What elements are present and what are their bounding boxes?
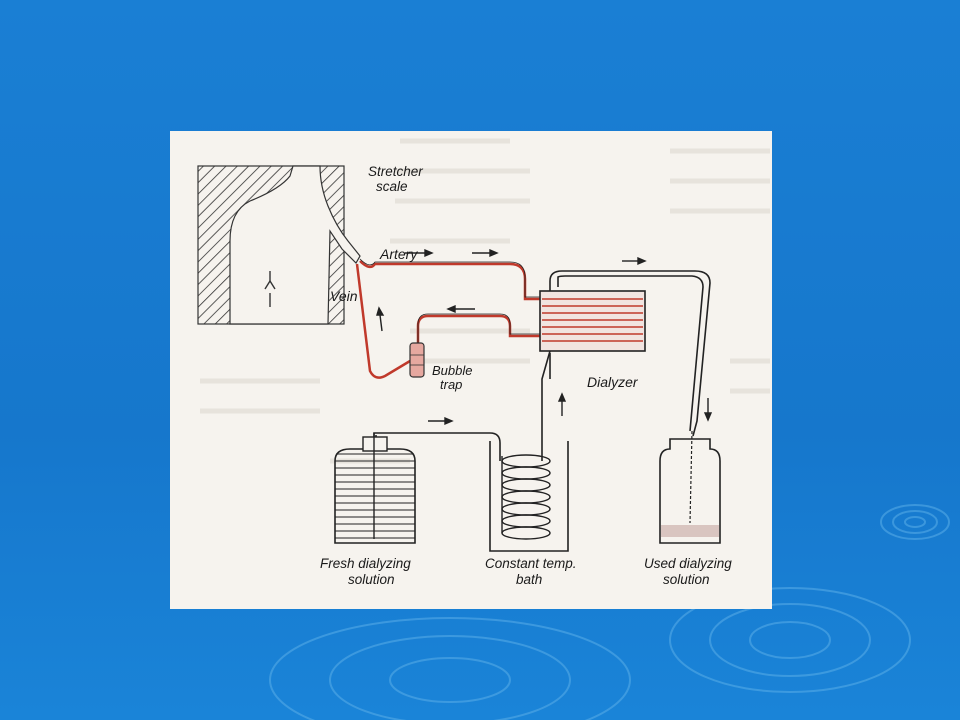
stretcher-scale-label: scale: [376, 179, 408, 194]
used-dialyzing-label: Used dialyzing: [644, 556, 732, 571]
fresh-dialyzing-label: Fresh dialyzing: [320, 556, 411, 571]
vein-label: Vein: [330, 288, 358, 304]
patient-figure: [197, 165, 361, 325]
bath-label: bath: [516, 572, 542, 587]
bath-label: Constant temp.: [485, 556, 577, 571]
stretcher-scale-label: Stretcher: [368, 164, 423, 179]
fresh-dialyzing-bottle: [334, 433, 416, 544]
bubble-trap-label: trap: [440, 377, 462, 392]
hemodialysis-diagram: Stretcher scale Artery Vein Bubble trap …: [170, 131, 772, 609]
artery-label: Artery: [379, 246, 418, 262]
dialyzer-label: Dialyzer: [587, 374, 639, 390]
bubble-trap: [409, 342, 425, 378]
constant-temperature-bath: [489, 441, 569, 552]
used-dialyzing-label: solution: [663, 572, 710, 587]
bubble-trap-label: Bubble: [432, 363, 472, 378]
dialyzer: [539, 290, 646, 352]
used-dialyzing-bottle: [659, 430, 721, 544]
fresh-dialyzing-label: solution: [348, 572, 395, 587]
dialysate-circuit: [373, 270, 711, 461]
flow-arrows: [376, 248, 713, 426]
